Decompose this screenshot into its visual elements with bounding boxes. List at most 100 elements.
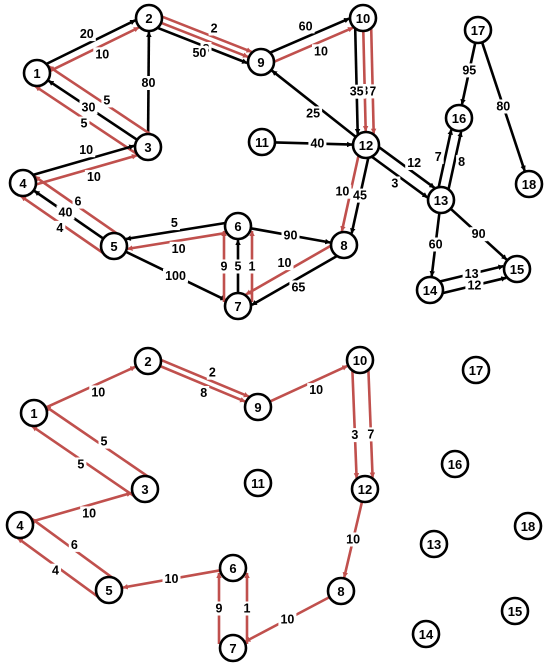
bottom-edge-label-10-12: 7 — [367, 427, 374, 441]
top-edge-label-bg — [163, 268, 188, 283]
bottom-node-label-8: 8 — [337, 584, 344, 599]
bottom-edge-label-5-4: 4 — [52, 564, 59, 578]
top-edge-label-bg — [84, 170, 103, 185]
top-edge-label-bg — [190, 45, 209, 60]
bottom-edge-label-bg — [50, 563, 61, 578]
bottom-node-7 — [218, 633, 248, 663]
top-node-label-1: 1 — [33, 66, 40, 81]
top-node-10 — [348, 3, 378, 33]
top-edge-label-10-12: 35 — [350, 85, 364, 99]
top-edge-label-bg — [296, 19, 315, 34]
top-edge-label-3-1: 5 — [103, 93, 110, 107]
bottom-node-12 — [350, 474, 380, 504]
top-edge-label-4-3: 10 — [79, 143, 93, 157]
bottom-node-label-9: 9 — [254, 400, 261, 415]
top-edge-label-5-4: 4 — [56, 221, 63, 235]
bottom-edge-label-bg — [162, 571, 181, 586]
top-node-label-3: 3 — [144, 140, 151, 155]
top-edge-label-bg — [462, 266, 481, 281]
top-edge-label-13-15: 90 — [472, 227, 486, 241]
top-edge-label-3-2: 80 — [142, 76, 156, 90]
bottom-node-2 — [133, 346, 163, 376]
top-edge-label-14-15: 12 — [467, 278, 481, 292]
top-edge-label-7-6: 9 — [221, 260, 228, 274]
top-node-label-16: 16 — [452, 111, 466, 126]
top-edge-label-6-8: 90 — [284, 228, 298, 242]
bottom-node-1 — [19, 398, 49, 428]
top-edge-label-bg — [139, 76, 158, 90]
bottom-node-17 — [461, 355, 491, 385]
bottom-edge-label-10-12: 3 — [351, 428, 358, 442]
top-edge-label-bg — [232, 259, 244, 274]
bottom-node-10 — [345, 345, 375, 375]
top-edge-label-bg — [312, 44, 330, 59]
bottom-edge-label-6-5: 10 — [165, 572, 179, 586]
top-node-label-7: 7 — [234, 299, 241, 314]
top-node-12 — [351, 130, 381, 160]
top-edge-label-bg — [54, 220, 66, 235]
top-edge-label-9-10: 10 — [314, 44, 328, 58]
bottom-node-9 — [243, 392, 273, 422]
bottom-edge-label-7-6: 9 — [216, 602, 223, 616]
bottom-edge-label-2-9: 8 — [200, 386, 207, 400]
bottom-edge-10-12-red — [351, 370, 360, 479]
bottom-node-6 — [218, 553, 248, 583]
bottom-edge-label-1-2: 10 — [91, 385, 105, 399]
top-edge-label-6-5: 10 — [172, 242, 186, 256]
top-edge-label-14-15: 13 — [465, 267, 479, 281]
bottom-node-14 — [411, 619, 441, 649]
top-edge-9-10-black — [269, 17, 350, 54]
top-edge-label-bg — [77, 27, 96, 42]
bottom-node-label-2: 2 — [144, 354, 151, 369]
bottom-edge-label-bg — [344, 532, 363, 547]
bottom-node-18 — [513, 511, 543, 541]
top-edge-label-bg — [218, 259, 230, 274]
top-node-14 — [415, 275, 445, 305]
top-edge-label-13-14: 60 — [429, 238, 443, 252]
top-node-7 — [223, 291, 253, 321]
top-edge-label-bg — [456, 155, 468, 170]
top-graph-edge-labels: 2010285080601073352553051010440640105904… — [54, 19, 513, 295]
top-edge-label-12-13: 3 — [391, 177, 398, 191]
top-node-5 — [99, 231, 129, 261]
top-edge-label-bg — [469, 227, 488, 242]
bottom-edge-label-3-1: 5 — [101, 435, 108, 449]
top-edge-label-5-7: 100 — [165, 269, 186, 283]
top-edge-label-3-1: 30 — [82, 100, 96, 114]
bottom-node-label-17: 17 — [469, 363, 483, 378]
top-edge-label-bg — [347, 84, 366, 99]
bottom-edge-label-bg — [213, 601, 225, 616]
top-node-1 — [22, 58, 52, 88]
top-edge-label-8-7: 65 — [291, 280, 305, 294]
top-edge-4-3-black — [32, 144, 135, 177]
top-node-label-14: 14 — [423, 283, 438, 298]
bottom-node-11 — [243, 468, 273, 498]
bottom-edge-label-3-1: 5 — [77, 458, 84, 472]
bottom-node-16 — [440, 449, 470, 479]
top-edge-label-12-8: 10 — [335, 185, 349, 199]
top-edge-label-7-6: 5 — [235, 260, 242, 274]
bottom-edge-label-7-6: 1 — [244, 602, 251, 616]
top-edge-6-5-black — [125, 221, 226, 241]
top-node-2 — [134, 3, 164, 33]
top-node-label-2: 2 — [145, 11, 152, 26]
bottom-graph-edges — [17, 358, 376, 644]
bottom-node-label-13: 13 — [427, 537, 441, 552]
top-edge-label-1-2: 20 — [80, 27, 94, 41]
bottom-edge-label-bg — [307, 383, 326, 398]
bottom-edge-2-9-red — [160, 358, 250, 398]
top-edge-4-3-red — [35, 154, 138, 186]
bottom-edge-10-12-red — [367, 369, 376, 479]
top-node-label-4: 4 — [19, 176, 27, 191]
top-edge-label-bg — [275, 256, 294, 271]
top-edge-label-12-13: 12 — [407, 156, 421, 170]
top-node-label-15: 15 — [510, 262, 524, 277]
top-node-label-8: 8 — [340, 238, 347, 253]
top-edge-label-bg — [494, 99, 513, 114]
top-edge-label-bg — [405, 156, 424, 170]
top-edge-label-bg — [72, 194, 84, 209]
top-node-label-12: 12 — [359, 138, 373, 153]
